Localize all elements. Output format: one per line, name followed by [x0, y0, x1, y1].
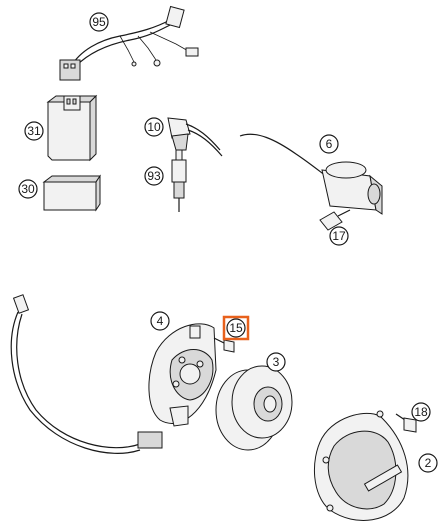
cdi-unit-31 — [46, 94, 98, 162]
callout-2: 2 — [418, 453, 438, 473]
callout-15-label: 15 — [229, 321, 243, 335]
callout-93-label: 93 — [147, 169, 161, 183]
callout-6-label: 6 — [326, 137, 333, 151]
wiring-harness-95 — [59, 5, 199, 81]
callout-95-label: 95 — [92, 15, 106, 29]
callout-2-label: 2 — [425, 456, 432, 470]
stator-cable — [10, 294, 163, 454]
callout-18: 18 — [411, 402, 431, 422]
ignition-coil-6 — [239, 133, 383, 215]
callout-15-highlighted: 15 — [222, 315, 250, 341]
spark-plug-cap-10 — [167, 117, 223, 157]
callout-17: 17 — [329, 226, 349, 246]
callout-95: 95 — [89, 12, 109, 32]
stator-4 — [148, 323, 217, 427]
callout-10: 10 — [144, 117, 164, 137]
callout-93: 93 — [144, 166, 164, 186]
callout-4: 4 — [150, 311, 170, 331]
callout-6: 6 — [319, 134, 339, 154]
callout-31: 31 — [24, 121, 44, 141]
ignition-cover-2 — [313, 410, 409, 521]
highlight-box — [222, 315, 250, 341]
spark-plug-93 — [171, 149, 187, 212]
callout-10-label: 10 — [147, 120, 161, 134]
callout-30-label: 30 — [21, 182, 35, 196]
callout-3: 3 — [266, 352, 286, 372]
callout-18-label: 18 — [414, 405, 428, 419]
callout-30: 30 — [18, 179, 38, 199]
screw-17 — [319, 209, 351, 231]
screw-15 — [213, 337, 235, 353]
callout-3-label: 3 — [273, 355, 280, 369]
callout-4-label: 4 — [157, 314, 164, 328]
holder-30 — [42, 174, 101, 212]
callout-31-label: 31 — [27, 124, 41, 138]
screw-18 — [395, 413, 417, 433]
callout-17-label: 17 — [332, 229, 346, 243]
rotor-3 — [215, 365, 293, 451]
